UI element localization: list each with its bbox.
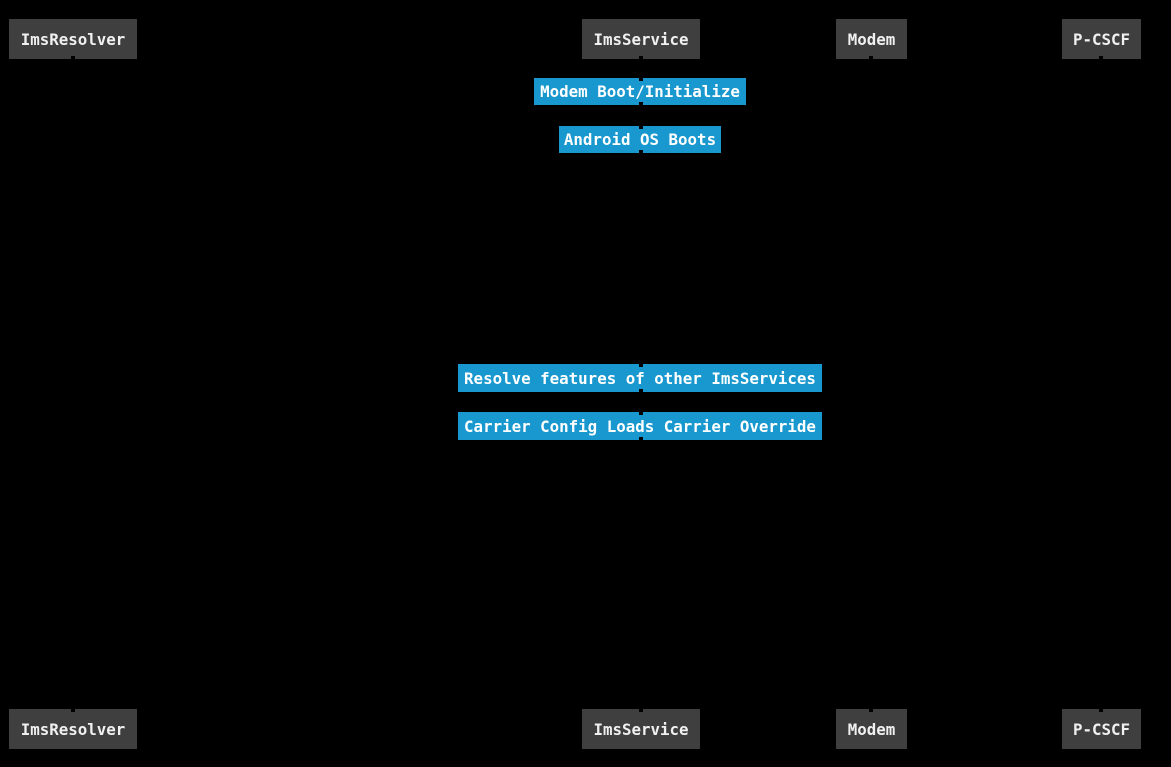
participant-modem-bottom: Modem xyxy=(836,709,907,749)
lifeline-tick xyxy=(639,125,643,129)
lifeline-tick xyxy=(869,703,873,712)
participant-imsresolver-top: ImsResolver xyxy=(9,19,137,59)
lifeline-tick xyxy=(639,363,643,367)
lifeline-tick xyxy=(639,389,643,393)
note-modem-boot-initialize: Modem Boot/Initialize xyxy=(534,78,746,105)
lifeline-tick xyxy=(639,437,643,441)
note-carrier-config-loads: Carrier Config Loads Carrier Override xyxy=(458,412,822,440)
lifeline-tick xyxy=(639,102,643,106)
participant-modem-top: Modem xyxy=(836,19,907,59)
lifeline-tick xyxy=(639,411,643,415)
participant-imsservice-bottom: ImsService xyxy=(582,709,700,749)
participant-pcscf-top: P-CSCF xyxy=(1062,19,1141,59)
participant-imsresolver-bottom: ImsResolver xyxy=(9,709,137,749)
participant-pcscf-bottom: P-CSCF xyxy=(1062,709,1141,749)
lifeline-tick xyxy=(639,77,643,81)
lifeline-tick xyxy=(71,703,75,712)
note-android-os-boots: Android OS Boots xyxy=(559,126,721,153)
lifeline-tick xyxy=(1099,56,1103,63)
lifeline-tick xyxy=(1099,703,1103,712)
lifeline-tick xyxy=(869,56,873,63)
lifeline-tick xyxy=(639,150,643,154)
lifeline-tick xyxy=(71,56,75,63)
participant-imsservice-top: ImsService xyxy=(582,19,700,59)
note-resolve-features: Resolve features of other ImsServices xyxy=(458,364,822,392)
lifeline-tick xyxy=(639,56,643,63)
lifeline-tick xyxy=(639,703,643,712)
